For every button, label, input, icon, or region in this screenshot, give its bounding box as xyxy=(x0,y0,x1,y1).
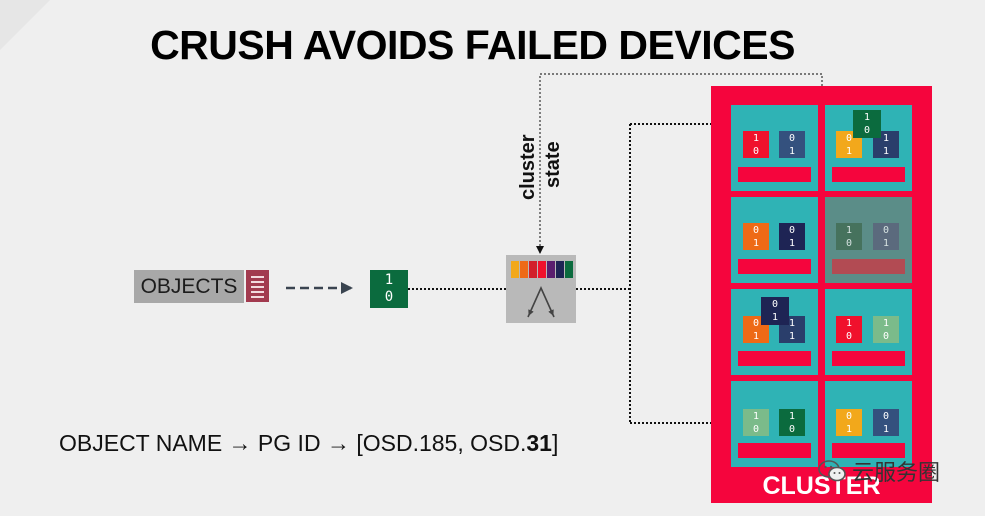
host-bar xyxy=(738,167,811,182)
objects-label: OBJECTS xyxy=(134,270,244,303)
osd-bit: 1 xyxy=(752,132,760,144)
host-bar xyxy=(738,259,811,274)
host-bar xyxy=(832,259,905,274)
equation-bold-osd: 31 xyxy=(526,430,552,456)
equation-suffix: ] xyxy=(551,430,559,456)
osd-bit: 0 xyxy=(845,132,853,144)
watermark-text: 云服务圈 xyxy=(852,460,941,485)
cluster-state-line-2: state xyxy=(542,141,564,188)
osd-bit: 1 xyxy=(882,145,890,157)
osd-bit: 1 xyxy=(771,312,779,323)
osd-bit: 1 xyxy=(882,237,890,249)
osd-bit: 1 xyxy=(788,237,796,249)
crush-stripe xyxy=(511,261,519,278)
host-bar xyxy=(832,443,905,458)
osd-bit: 1 xyxy=(752,237,760,249)
osd-bit: 1 xyxy=(863,112,871,123)
crush-algorithm-box xyxy=(506,255,576,323)
osd-bit: 0 xyxy=(752,224,760,236)
document-icon xyxy=(246,270,269,302)
host-bar xyxy=(832,167,905,182)
osd-bit: 0 xyxy=(845,237,853,249)
osd-bit: 0 xyxy=(882,330,890,342)
watermark: 云服务圈 xyxy=(818,455,940,487)
osd-bit: 1 xyxy=(788,145,796,157)
pg-bit-top: 1 xyxy=(384,272,394,288)
equation-prefix: OBJECT NAME → PG ID → [OSD.185, OSD. xyxy=(59,430,527,456)
osd-bit: 0 xyxy=(863,125,871,136)
osd-bit: 1 xyxy=(845,145,853,157)
crush-stripe xyxy=(529,261,537,278)
page-title: CRUSH AVOIDS FAILED DEVICES xyxy=(150,22,795,68)
osd-bit: 0 xyxy=(752,145,760,157)
osd-bit: 1 xyxy=(845,317,853,329)
cluster-state-label: cluster state xyxy=(517,122,565,202)
osd-bit: 0 xyxy=(845,330,853,342)
osd-bit: 0 xyxy=(752,317,760,329)
crush-split-icon xyxy=(527,286,555,318)
crush-stripe xyxy=(538,261,546,278)
osd-bit: 1 xyxy=(752,410,760,422)
osd-bit: 1 xyxy=(788,330,796,342)
osd-bit: 1 xyxy=(788,317,796,329)
osd-bit: 0 xyxy=(788,132,796,144)
cluster-state-feedback-line xyxy=(536,73,823,254)
osd-bit: 1 xyxy=(882,132,890,144)
cluster-state-line-1: cluster xyxy=(517,134,539,200)
wechat-icon xyxy=(818,460,846,482)
crush-stripe xyxy=(565,261,573,278)
crush-stripe xyxy=(556,261,564,278)
osd-bit: 1 xyxy=(882,423,890,435)
osd-bit: 0 xyxy=(788,423,796,435)
osd-bit: 0 xyxy=(788,224,796,236)
osd-bit: 1 xyxy=(845,423,853,435)
mapping-equation: OBJECT NAME → PG ID → [OSD.185, OSD.31] xyxy=(59,430,558,457)
osd-bit: 0 xyxy=(882,224,890,236)
host-bar xyxy=(832,351,905,366)
osd-bit: 1 xyxy=(752,330,760,342)
osd-bit: 0 xyxy=(771,299,779,310)
pg-bit-bottom: 0 xyxy=(384,289,394,305)
osd-bit: 0 xyxy=(882,410,890,422)
osd-bit: 1 xyxy=(845,224,853,236)
osd-bit: 1 xyxy=(882,317,890,329)
cluster-label: CLUSTER xyxy=(762,472,881,500)
crush-stripe xyxy=(520,261,528,278)
crush-stripe xyxy=(547,261,555,278)
corner-decoration xyxy=(0,0,50,50)
host-bar xyxy=(738,351,811,366)
host-bar xyxy=(738,443,811,458)
placement-group: 1 0 xyxy=(370,270,408,308)
osd-bit: 0 xyxy=(752,423,760,435)
osd-bit: 1 xyxy=(788,410,796,422)
osd-bit: 0 xyxy=(845,410,853,422)
